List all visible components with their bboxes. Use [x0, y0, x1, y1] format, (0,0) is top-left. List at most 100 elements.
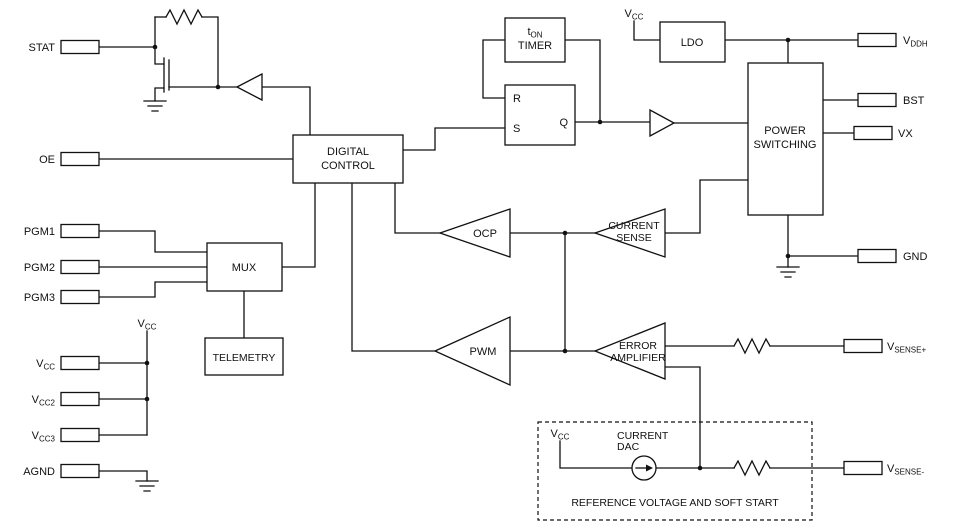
pin-box-vcc: [60, 355, 100, 371]
pin-box-vsense-plus: [843, 338, 883, 354]
pin-box-vcc3: [60, 427, 100, 443]
mosfet-drain-lead: [154, 16, 165, 65]
power-switching-label-line2: SWITCHING: [754, 139, 817, 151]
pin-box-pgm1: [60, 223, 100, 239]
pin-box-gnd: [857, 248, 897, 264]
junction-dot: [144, 396, 150, 402]
resistor-symbol: [733, 459, 771, 477]
digital-control-block: [292, 134, 404, 184]
pin-box-pgm3: [60, 289, 100, 305]
junction-dot: [562, 348, 568, 354]
ground-symbol: [143, 100, 167, 112]
mosfet-source-lead: [154, 87, 165, 102]
supply-label-vcc-ldo: VCC: [625, 8, 644, 22]
wire-pullup-lead-right: [201, 16, 219, 88]
current-dac-label-line2: DAC: [617, 441, 640, 453]
pin-box-vcc2: [60, 391, 100, 407]
current-dac-label-line1: CURRENT: [617, 430, 669, 442]
pin-box-vsense-minus: [843, 460, 883, 476]
wire-pwm-out: [351, 182, 436, 352]
wire-vcc-ldo-stub: [633, 20, 661, 41]
power-switching-block: [747, 62, 824, 216]
pin-label-vsense-plus: VSENSE+: [887, 341, 926, 355]
supply-label-vcc-dac: VCC: [551, 428, 570, 442]
pin-box-bst: [857, 92, 897, 108]
pin-label-agnd: AGND: [23, 466, 55, 478]
flipflop-q-label: Q: [559, 117, 568, 129]
ldo-label: LDO: [681, 37, 704, 49]
reference-soft-start-box: [537, 421, 813, 521]
wire-buffer-input: [261, 86, 311, 136]
junction-dots: [144, 37, 791, 471]
pin-box-oe: [60, 151, 100, 167]
pin-label-pgm1: PGM1: [24, 226, 55, 238]
wire-agnd: [98, 470, 148, 482]
junction-dot: [597, 119, 603, 125]
wire-current-sense-in: [664, 179, 749, 234]
current-source-arrow-head: [646, 464, 653, 472]
current-sense-amplifier-symbol: [592, 208, 666, 258]
flipflop-s-label: S: [513, 123, 520, 135]
supply-label-vcc-left: VCC: [138, 318, 157, 332]
junction-dot: [152, 44, 158, 50]
current-sense-label-line2: SENSE: [616, 232, 652, 244]
power-switching-label-line1: POWER: [764, 125, 806, 137]
gate-driver-buffer-symbol: [235, 72, 263, 102]
junction-dot: [144, 360, 150, 366]
ton-timer-label-line1: tON: [527, 26, 542, 40]
junction-dot: [785, 253, 791, 259]
wire-set: [402, 127, 506, 151]
wire-mux-out: [281, 182, 316, 268]
junction-dot: [215, 84, 221, 90]
reference-soft-start-label: REFERENCE VOLTAGE AND SOFT START: [571, 497, 779, 509]
pin-box-vddh: [857, 32, 897, 48]
ground-symbol: [135, 480, 159, 492]
pin-label-bst: BST: [903, 95, 925, 107]
ton-timer-block: [504, 17, 566, 63]
pin-label-gnd: GND: [903, 251, 928, 263]
ocp-label: OCP: [473, 228, 497, 240]
junction-dot: [562, 230, 568, 236]
wires: [98, 8, 859, 492]
flipflop-block: [504, 84, 576, 146]
digital-control-label-line1: DIGITAL: [327, 146, 369, 158]
pwm-label: PWM: [470, 346, 497, 358]
pin-label-vx: VX: [898, 128, 913, 140]
pin-label-vsense-minus: VSENSE-: [887, 463, 924, 477]
pin-label-pgm3: PGM3: [24, 292, 55, 304]
mux-block: [206, 242, 283, 292]
wire-q-feedback: [564, 39, 601, 123]
pin-label-vcc2: VCC2: [32, 394, 56, 408]
pin-label-vcc3: VCC3: [32, 430, 56, 444]
telemetry-block: [204, 337, 284, 376]
junction-dot: [697, 465, 703, 471]
current-sense-label-line1: CURRENT: [608, 220, 660, 232]
pwm-comparator-symbol: [433, 315, 511, 387]
ldo-block: [659, 21, 726, 63]
error-amplifier-symbol: [593, 322, 666, 380]
wire-pgm3: [98, 281, 208, 298]
error-amplifier-label-line1: ERROR: [619, 340, 657, 352]
wire-vcc-dac-stub: [559, 440, 633, 469]
pin-box-agnd: [60, 463, 100, 479]
wire-pgm1: [98, 230, 208, 253]
current-source-symbol: [631, 455, 657, 481]
resistor-symbol: [165, 8, 203, 26]
output-driver-buffer-symbol: [649, 108, 676, 138]
mux-label: MUX: [232, 262, 257, 274]
wire-ocp-out: [394, 182, 441, 234]
wire-ea-feedback: [664, 366, 701, 469]
resistor-symbol: [733, 337, 771, 355]
pin-label-pgm2: PGM2: [24, 262, 55, 274]
ocp-amplifier-symbol: [437, 208, 511, 258]
pin-label-stat: STAT: [29, 42, 56, 54]
pin-box-stat: [60, 39, 100, 55]
pin-label-oe: OE: [39, 154, 55, 166]
junction-dot: [785, 37, 791, 43]
ground-symbol: [776, 266, 800, 278]
telemetry-label: TELEMETRY: [213, 352, 276, 364]
wire-timer-reset: [482, 39, 506, 99]
mosfet-symbol: [154, 16, 170, 102]
ton-timer-label-line2: TIMER: [518, 40, 552, 52]
